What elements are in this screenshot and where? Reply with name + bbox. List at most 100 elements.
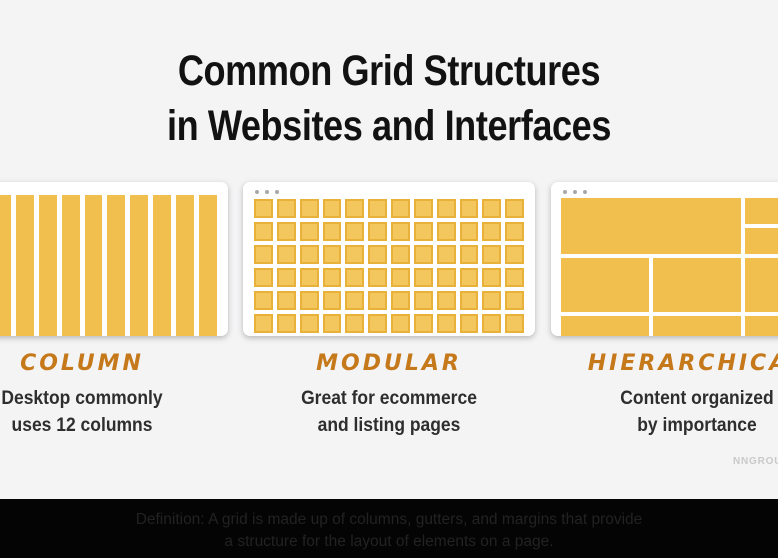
- hierarchical-block: [745, 228, 778, 254]
- module-square: [345, 291, 365, 310]
- module-square: [276, 268, 296, 287]
- module-square: [299, 314, 319, 333]
- card-caption-column: COLUMN Desktop commonly uses 12 columns: [0, 351, 228, 439]
- window-control-dot-icon: [265, 190, 269, 194]
- card-description-line-2: and listing pages: [317, 415, 461, 436]
- module-square: [459, 314, 479, 333]
- module-square: [345, 268, 365, 287]
- module-square: [345, 314, 365, 333]
- column-bar: [176, 195, 195, 336]
- module-square: [345, 222, 365, 241]
- module-square: [505, 314, 524, 333]
- module-square: [459, 245, 479, 264]
- column-bar: [0, 195, 11, 336]
- card-description-line-1: Content organized: [620, 388, 774, 409]
- module-square: [391, 268, 410, 287]
- module-square: [459, 222, 479, 241]
- module-square: [254, 222, 273, 241]
- module-square: [436, 222, 456, 241]
- module-square: [413, 199, 433, 218]
- module-square: [322, 199, 342, 218]
- module-square: [299, 291, 319, 310]
- browser-window-column: [0, 182, 228, 336]
- module-square: [459, 291, 479, 310]
- hierarchical-block: [745, 258, 778, 312]
- module-square: [459, 199, 479, 218]
- module-square: [505, 268, 524, 287]
- module-square: [391, 314, 410, 333]
- page-title: Common Grid Structures in Websites and I…: [62, 44, 716, 154]
- module-square: [368, 314, 387, 333]
- module-square: [391, 245, 410, 264]
- module-square: [368, 199, 387, 218]
- card-description-line-1: Great for ecommerce: [301, 388, 477, 409]
- column-bar: [15, 195, 34, 336]
- column-bar: [38, 195, 57, 336]
- nngroup-watermark: NNGROUP: [733, 456, 778, 467]
- definition-line-1: Definition: A grid is made up of columns…: [135, 511, 643, 528]
- module-square: [482, 199, 502, 218]
- module-square: [254, 199, 273, 218]
- module-square: [254, 314, 273, 333]
- module-square: [299, 222, 319, 241]
- module-square: [391, 199, 410, 218]
- card-description-line-2: uses 12 columns: [11, 415, 153, 436]
- module-square: [276, 245, 296, 264]
- definition-line-2: a structure for the layout of elements o…: [224, 533, 554, 550]
- column-bar: [130, 195, 149, 336]
- module-square: [482, 245, 502, 264]
- module-square: [368, 245, 387, 264]
- module-square: [276, 314, 296, 333]
- module-square: [391, 222, 410, 241]
- module-square: [254, 268, 273, 287]
- module-square: [436, 314, 456, 333]
- module-square: [322, 314, 342, 333]
- hierarchical-grid: [561, 198, 778, 336]
- module-square: [413, 222, 433, 241]
- card-caption-hierarchical: HIERARCHICAL Content organized by import…: [551, 351, 778, 439]
- module-square: [436, 199, 456, 218]
- hierarchical-block: [745, 316, 778, 336]
- window-control-dot-icon: [275, 190, 279, 194]
- module-square: [254, 291, 273, 310]
- module-square: [459, 268, 479, 287]
- window-controls: [563, 190, 587, 194]
- module-square: [436, 291, 456, 310]
- module-square: [299, 245, 319, 264]
- module-square: [368, 291, 387, 310]
- module-square: [505, 245, 524, 264]
- module-square: [482, 314, 502, 333]
- module-square: [276, 222, 296, 241]
- definition-footer: Definition: A grid is made up of columns…: [0, 499, 778, 558]
- window-control-dot-icon: [255, 190, 259, 194]
- card-caption-modular: MODULAR Great for ecommerce and listing …: [243, 351, 535, 439]
- module-square: [505, 222, 524, 241]
- column-bar: [107, 195, 126, 336]
- module-square: [482, 291, 502, 310]
- card-label: HIERARCHICAL: [587, 351, 778, 376]
- module-square: [322, 291, 342, 310]
- module-square: [322, 222, 342, 241]
- module-square: [299, 199, 319, 218]
- card-description: Content organized by importance: [563, 385, 778, 439]
- title-line-2: in Websites and Interfaces: [166, 102, 612, 150]
- window-control-dot-icon: [573, 190, 577, 194]
- hierarchical-block: [561, 316, 649, 336]
- hierarchical-block: [653, 258, 741, 312]
- window-control-dot-icon: [563, 190, 567, 194]
- browser-window-modular: [243, 182, 535, 336]
- module-square: [276, 199, 296, 218]
- card-description-line-1: Desktop commonly: [1, 388, 163, 409]
- card-label: MODULAR: [316, 351, 462, 376]
- hierarchical-block: [653, 316, 741, 336]
- module-square: [391, 291, 410, 310]
- browser-window-hierarchical: [551, 182, 778, 336]
- column-bar: [199, 195, 218, 336]
- module-square: [368, 222, 387, 241]
- hierarchical-block: [561, 258, 649, 312]
- module-square: [482, 222, 502, 241]
- hierarchical-block: [745, 198, 778, 224]
- module-square: [299, 268, 319, 287]
- card-label: COLUMN: [20, 351, 144, 376]
- module-square: [413, 245, 433, 264]
